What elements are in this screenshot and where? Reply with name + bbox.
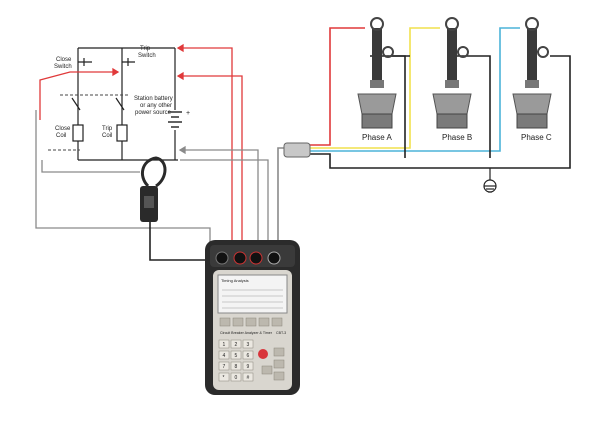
keypad-key <box>242 372 254 382</box>
keypad-key <box>230 350 242 360</box>
phase-b-label: Phase B <box>442 133 472 142</box>
keypad-key <box>218 350 230 360</box>
keypad-key-label: 9 <box>247 364 250 370</box>
trip-switch-label: Trip Switch <box>138 46 156 59</box>
ground-symbol <box>483 168 497 193</box>
keypad-key-label: 1 <box>223 342 226 348</box>
battery-symbol <box>168 111 182 128</box>
keypad-key-label: 3 <box>247 342 250 348</box>
keypad-key <box>242 361 254 371</box>
keypad-key-label: * <box>223 375 225 381</box>
terminal-red-1 <box>233 251 247 265</box>
trip-coil-label: Trip Coil <box>102 126 114 139</box>
breaker-pole-a <box>357 17 397 129</box>
terminal-gray <box>267 251 281 265</box>
close-switch <box>71 58 92 111</box>
close-switch-label: Close Switch <box>54 57 73 70</box>
keypad-key <box>230 361 242 371</box>
timer-instrument: Timing Analysis Circuit Breaker Analyzer… <box>205 240 300 395</box>
terminal-black <box>215 251 229 265</box>
keypad-key-label: 4 <box>223 353 226 359</box>
arrow-keys <box>261 347 285 381</box>
clamp-lead <box>149 222 220 261</box>
breaker-pole-b <box>432 17 472 129</box>
instrument-screen <box>217 274 288 314</box>
keypad-key-label: # <box>247 375 250 381</box>
keypad-key-label: 6 <box>247 353 250 359</box>
close-coil-label: Close Coil <box>55 126 72 139</box>
instrument-footer: Circuit Breaker Analyzer & Timer <box>220 331 273 335</box>
close-coil <box>72 124 84 142</box>
keypad-key <box>242 350 254 360</box>
keypad-key-label: 5 <box>235 353 238 359</box>
keypad-key-label: 8 <box>235 364 238 370</box>
keypad-key <box>218 361 230 371</box>
keypad-key <box>230 372 242 382</box>
trip-coil <box>116 124 128 142</box>
lead-connector <box>283 142 311 158</box>
function-keys <box>219 317 283 327</box>
battery-label: Station battery or any other power sourc… <box>134 96 174 116</box>
phase-a-label: Phase A <box>362 133 392 142</box>
instrument-model: CBT-3 <box>276 331 286 335</box>
aux-contacts <box>48 94 130 151</box>
keypad-key <box>218 339 230 349</box>
current-clamp <box>140 156 167 222</box>
red-leads <box>39 43 243 250</box>
gray-leads <box>35 110 269 250</box>
keypad-key-label: 2 <box>235 342 238 348</box>
keypad-key <box>230 339 242 349</box>
screen-title: Timing Analysis <box>221 278 249 283</box>
keypad-key <box>242 339 254 349</box>
terminal-red-2 <box>249 251 263 265</box>
breaker-pole-c <box>512 17 552 129</box>
battery-plus: + <box>186 110 190 117</box>
keypad: 1 2 3 4 5 6 7 8 9 * 0 # <box>218 339 254 382</box>
red-start-button <box>258 349 268 359</box>
trip-switch <box>115 58 135 111</box>
keypad-key-label: 0 <box>235 375 238 381</box>
phase-c-label: Phase C <box>521 133 552 142</box>
keypad-key <box>218 372 230 382</box>
keypad-key-label: 7 <box>223 364 226 370</box>
